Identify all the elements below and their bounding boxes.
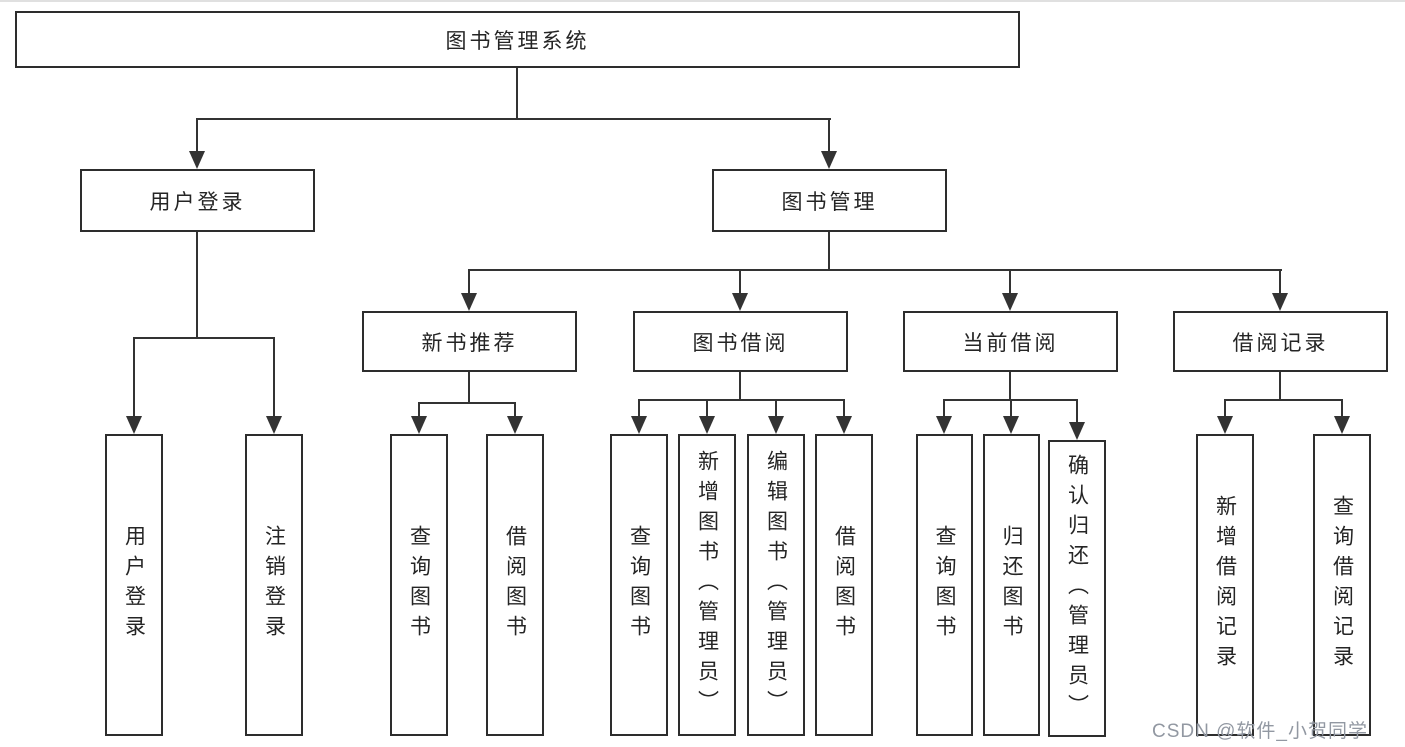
connector-vline [133, 337, 135, 419]
node-root-label: 图书管理系统 [445, 29, 590, 53]
connector-vline [1279, 269, 1281, 297]
connector-vline [1010, 399, 1012, 419]
leaf-borrow-books-newbook: 借阅图书 [486, 434, 544, 736]
arrow-down-icon [266, 416, 282, 434]
leaf-borrow-books-borrow: 借阅图书 [815, 434, 873, 736]
node-new-book-recommend-label: 新书推荐 [421, 331, 518, 355]
leaf-add-borrow-record: 新增借阅记录 [1196, 434, 1254, 736]
node-borrow-records-label: 借阅记录 [1232, 331, 1329, 355]
arrow-down-icon [189, 151, 205, 169]
connector-vline [514, 402, 516, 420]
connector-vline [706, 399, 708, 419]
leaf-confirm-return-admin: 确认归还（管理员） [1048, 440, 1106, 737]
node-current-borrow: 当前借阅 [903, 311, 1118, 372]
connector-vline [273, 337, 275, 419]
connector-vline [739, 372, 741, 401]
connector-vline [828, 232, 830, 271]
connector-vline [1076, 399, 1078, 425]
leaf-borrow-books-borrow-label: 借阅图书 [832, 525, 856, 645]
leaf-confirm-return-admin-label: 确认归还（管理员） [1065, 453, 1089, 724]
node-user-login: 用户登录 [80, 169, 315, 232]
arrow-down-icon [1334, 416, 1350, 434]
leaf-query-books-current: 查询图书 [916, 434, 973, 736]
leaf-query-books-current-label: 查询图书 [933, 525, 956, 645]
connector-vline [468, 269, 470, 297]
node-book-management: 图书管理 [712, 169, 947, 232]
leaf-add-book-admin-label: 新增图书（管理员） [695, 450, 719, 720]
arrow-down-icon [461, 293, 477, 311]
leaf-query-books-newbook: 查询图书 [390, 434, 448, 736]
node-user-login-label: 用户登录 [149, 190, 246, 214]
arrow-down-icon [1003, 416, 1019, 434]
arrow-down-icon [507, 416, 523, 434]
leaf-query-books-newbook-label: 查询图书 [407, 525, 431, 645]
leaf-return-book-label: 归还图书 [1000, 525, 1023, 645]
arrow-down-icon [821, 151, 837, 169]
leaf-logout-label: 注销登录 [262, 525, 286, 645]
arrow-down-icon [411, 416, 427, 434]
arrow-down-icon [126, 416, 142, 434]
connector-hline [1224, 399, 1343, 401]
leaf-user-login-label: 用户登录 [122, 525, 146, 645]
connector-vline [843, 399, 845, 419]
connector-hline [196, 118, 831, 120]
leaf-user-login: 用户登录 [105, 434, 163, 736]
node-new-book-recommend: 新书推荐 [362, 311, 577, 372]
connector-hline [418, 402, 516, 404]
arrow-down-icon [836, 416, 852, 434]
connector-vline [739, 269, 741, 297]
connector-vline [1341, 399, 1343, 419]
connector-vline [1224, 399, 1226, 419]
leaf-query-books-borrow: 查询图书 [610, 434, 668, 736]
node-book-management-label: 图书管理 [781, 190, 878, 214]
arrow-down-icon [1002, 293, 1018, 311]
connector-vline [638, 399, 640, 419]
arrow-down-icon [936, 416, 952, 434]
leaf-logout: 注销登录 [245, 434, 303, 736]
node-root: 图书管理系统 [15, 11, 1020, 68]
page-top-divider [0, 0, 1405, 2]
arrow-down-icon [1217, 416, 1233, 434]
connector-vline [828, 118, 830, 156]
connector-vline [196, 232, 198, 339]
leaf-edit-book-admin: 编辑图书（管理员） [747, 434, 805, 736]
arrow-down-icon [1272, 293, 1288, 311]
leaf-add-book-admin: 新增图书（管理员） [678, 434, 736, 736]
connector-vline [1279, 372, 1281, 401]
connector-vline [775, 399, 777, 419]
connector-vline [943, 399, 945, 419]
csdn-watermark: CSDN @软件_小贺同学 [1152, 721, 1368, 742]
arrow-down-icon [768, 416, 784, 434]
leaf-borrow-books-newbook-label: 借阅图书 [503, 525, 527, 645]
arrow-down-icon [1069, 422, 1085, 440]
node-borrow-records: 借阅记录 [1173, 311, 1388, 372]
connector-vline [196, 118, 198, 156]
leaf-query-borrow-record: 查询借阅记录 [1313, 434, 1371, 736]
connector-hline [468, 269, 1282, 271]
node-book-borrow: 图书借阅 [633, 311, 848, 372]
connector-vline [1009, 269, 1011, 297]
leaf-query-borrow-record-label: 查询借阅记录 [1330, 495, 1354, 675]
connector-vline [468, 372, 470, 404]
connector-vline [1009, 372, 1011, 401]
arrow-down-icon [631, 416, 647, 434]
arrow-down-icon [699, 416, 715, 434]
leaf-query-books-borrow-label: 查询图书 [627, 525, 651, 645]
arrow-down-icon [732, 293, 748, 311]
leaf-add-borrow-record-label: 新增借阅记录 [1213, 495, 1237, 675]
connector-vline [418, 402, 420, 420]
node-current-borrow-label: 当前借阅 [962, 331, 1059, 355]
connector-vline [516, 68, 518, 120]
leaf-return-book: 归还图书 [983, 434, 1040, 736]
leaf-edit-book-admin-label: 编辑图书（管理员） [764, 450, 788, 720]
connector-hline [638, 399, 845, 401]
node-book-borrow-label: 图书借阅 [692, 331, 789, 355]
connector-hline [133, 337, 275, 339]
